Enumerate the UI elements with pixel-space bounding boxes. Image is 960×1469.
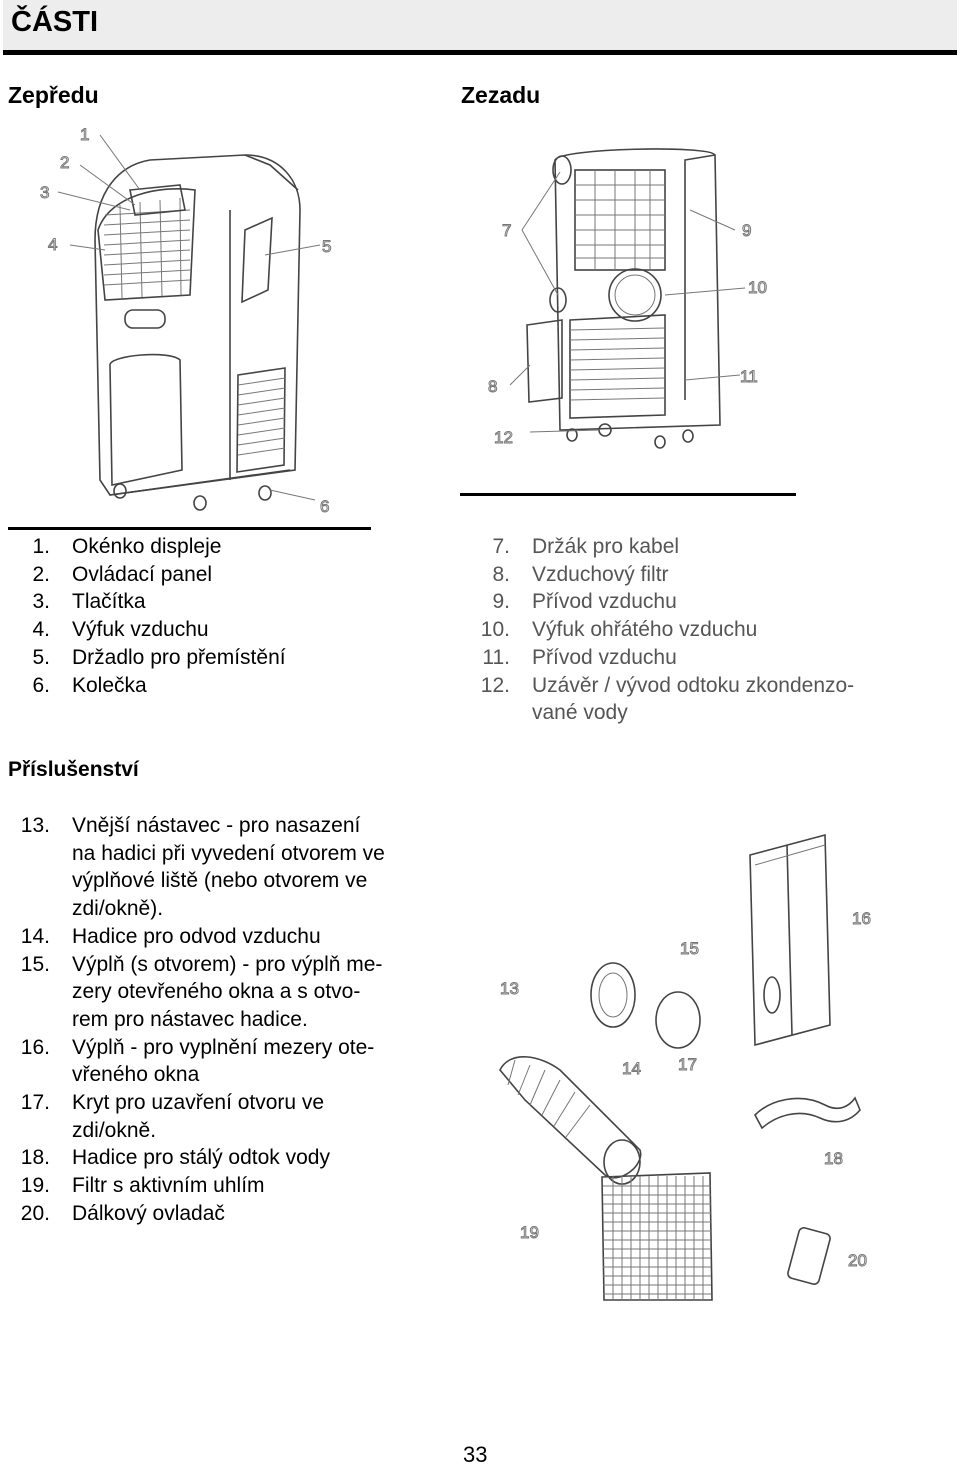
list-item: 17.Kryt pro uzavření otvoru ve <box>20 1091 325 1115</box>
callout-10: 10 <box>748 278 767 297</box>
list-item: rem pro nástavec hadice. <box>72 1007 308 1031</box>
back-divider <box>460 493 796 496</box>
accessories-heading: Příslušenství <box>8 758 139 781</box>
front-parts-list: 1.Okénko displeje 2.Ovládací panel 3.Tla… <box>0 533 420 699</box>
list-item: 15.Výplň (s otvorem) - pro výplň me- <box>20 952 383 976</box>
callout-5: 5 <box>322 237 331 256</box>
front-divider <box>8 527 371 530</box>
callout-7: 7 <box>502 221 511 240</box>
list-item: zdi/okně. <box>72 1118 157 1142</box>
list-item: 11.Přívod vzduchu <box>482 645 677 669</box>
callout-13: 13 <box>500 979 519 998</box>
list-item: vané vody <box>532 701 628 725</box>
list-item: 9.Přívod vzduchu <box>492 590 677 614</box>
callout-6: 6 <box>320 497 329 516</box>
title-bar: ČÁSTI <box>3 0 957 55</box>
list-item: zery otevřeného okna a s otvo- <box>72 980 361 1004</box>
list-item: 7.Držák pro kabel <box>492 535 680 558</box>
list-item: 6.Kolečka <box>32 673 147 697</box>
callout-11: 11 <box>740 367 758 386</box>
callout-12: 12 <box>494 428 513 447</box>
callout-15: 15 <box>680 939 699 958</box>
accessories-list: 13.Vnější nástavec - pro nasazení na had… <box>0 812 470 1228</box>
page-title: ČÁSTI <box>11 6 98 38</box>
list-item: 19.Filtr s aktivním uhlím <box>20 1174 265 1198</box>
callout-14: 14 <box>622 1059 641 1078</box>
back-callouts: 7 8 9 10 11 12 <box>488 221 768 448</box>
list-item: 5.Držadlo pro přemístění <box>32 645 286 669</box>
list-item: 20.Dálkový ovladač <box>20 1201 225 1225</box>
callout-17: 17 <box>678 1055 697 1074</box>
list-item: 4.Výfuk vzduchu <box>32 618 209 642</box>
list-item: 14.Hadice pro odvod vzduchu <box>20 924 321 948</box>
list-item: 18.Hadice pro stálý odtok vody <box>20 1146 330 1170</box>
list-item: vřeného okna <box>72 1063 200 1087</box>
list-item: 13.Vnější nástavec - pro nasazení <box>20 814 361 837</box>
back-heading: Zezadu <box>461 82 541 108</box>
callout-16: 16 <box>852 909 871 928</box>
list-item: výplňové liště (nebo otvorem ve <box>72 869 368 893</box>
front-callouts: 1 2 3 4 5 6 <box>40 125 332 517</box>
callout-1: 1 <box>80 125 89 144</box>
list-item: 2.Ovládací panel <box>32 562 213 586</box>
callout-9: 9 <box>742 221 751 240</box>
front-unit-illustration: 1 2 3 4 5 6 <box>40 125 332 517</box>
page-number: 33 <box>463 1442 488 1467</box>
list-item: na hadici při vyvedení otvorem ve <box>72 841 385 865</box>
list-item: 8.Vzduchový filtr <box>492 562 669 586</box>
accessory-callouts: 13 14 15 16 17 18 19 20 <box>500 909 872 1271</box>
callout-19: 19 <box>520 1223 539 1242</box>
list-item: 10.Výfuk ohřátého vzduchu <box>480 618 758 642</box>
back-unit-illustration: 7 8 9 10 11 12 <box>488 148 768 449</box>
list-item: 1.Okénko displeje <box>32 535 222 558</box>
callout-2: 2 <box>60 153 69 172</box>
list-item: 16.Výplň - pro vyplnění mezery ote- <box>20 1035 375 1059</box>
back-parts-list: 7.Držák pro kabel 8.Vzduchový filtr 9.Př… <box>460 533 950 727</box>
callout-20: 20 <box>848 1251 867 1270</box>
list-item: zdi/okně). <box>72 897 164 921</box>
callout-4: 4 <box>48 235 57 254</box>
callout-8: 8 <box>488 377 497 396</box>
accessories-illustration: 13 14 15 16 17 18 19 20 <box>499 833 872 1301</box>
list-item: 3.Tlačítka <box>32 590 146 614</box>
callout-3: 3 <box>40 183 49 202</box>
callout-18: 18 <box>824 1149 843 1168</box>
front-heading: Zepředu <box>8 82 99 108</box>
list-item: 12.Uzávěr / vývod odtoku zkondenzo- <box>480 673 855 697</box>
